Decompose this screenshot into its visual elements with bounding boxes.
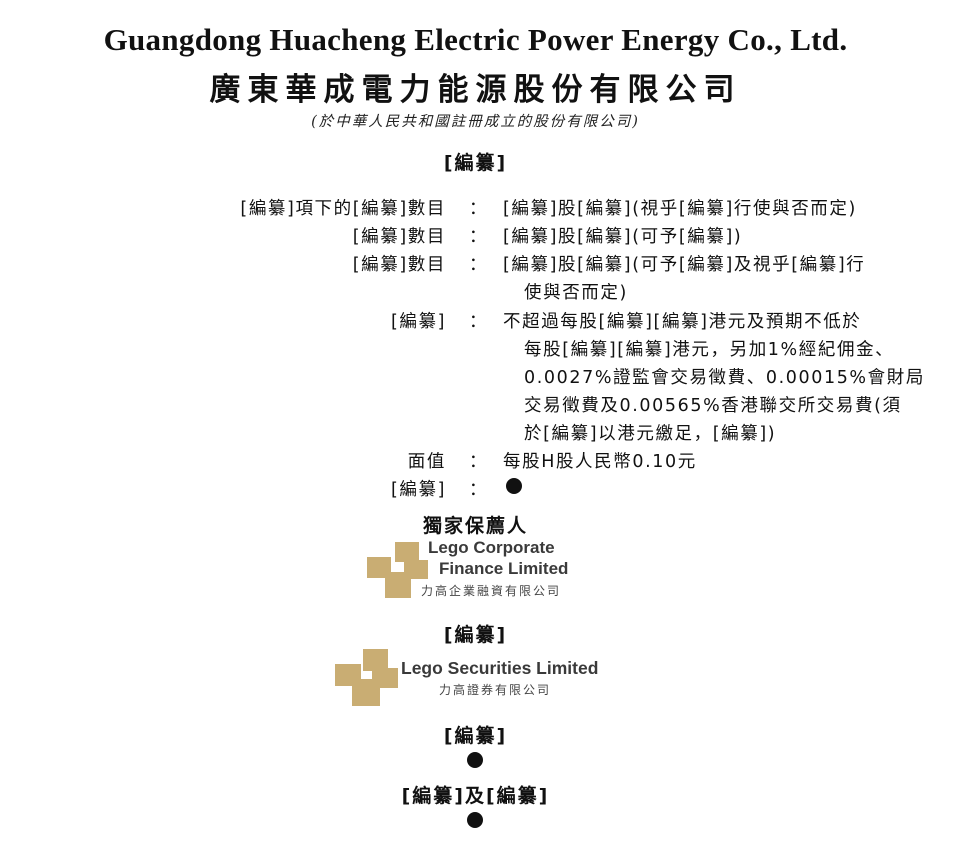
logo-square-icon bbox=[352, 679, 380, 706]
section-heading: [編纂] bbox=[443, 152, 508, 174]
detail-label: [編纂] bbox=[390, 312, 446, 332]
detail-colon: ： bbox=[469, 255, 489, 275]
detail-value-continued: 使與否而定) bbox=[524, 283, 628, 303]
logo-square-icon bbox=[363, 649, 388, 671]
logo-name: Lego Securities Limited bbox=[401, 658, 599, 678]
detail-row: [編纂]數目 ： [編纂]股[編纂](可予[編纂]及視乎[編纂]行 使與否而定) bbox=[0, 251, 961, 307]
section3-heading: [編纂] bbox=[443, 725, 508, 747]
logo-name-line1: Lego Corporate bbox=[428, 538, 555, 557]
detail-label: 面值 bbox=[407, 452, 446, 472]
detail-label: [編纂]數目 bbox=[352, 227, 446, 247]
bullet-placeholder bbox=[467, 812, 483, 828]
detail-value-continued: 於[編纂]以港元繳足，[編纂]) bbox=[524, 424, 777, 444]
detail-value-continued: 0.0027%證監會交易徵費、0.00015%會財局 bbox=[524, 368, 925, 388]
detail-value: [編纂]股[編纂](可予[編纂]) bbox=[503, 227, 743, 247]
detail-row: [編纂] ： 不超過每股[編纂][編纂]港元及預期不低於 每股[編纂][編纂]港… bbox=[0, 308, 961, 448]
detail-label: [編纂]項下的[編纂]數目 bbox=[240, 199, 446, 219]
section4-heading: [編纂]及[編纂] bbox=[401, 785, 550, 807]
logo-square-icon bbox=[395, 542, 419, 562]
logo-square-icon bbox=[385, 572, 411, 598]
detail-value: [編纂]股[編纂](可予[編纂]及視乎[編纂]行 bbox=[503, 255, 866, 275]
detail-colon: ： bbox=[469, 199, 489, 219]
detail-colon: ： bbox=[469, 312, 489, 332]
incorporation-note: (於中華人民共和國註冊成立的股份有限公司) bbox=[311, 114, 640, 130]
bullet-placeholder bbox=[506, 478, 522, 494]
section2-heading: [編纂] bbox=[443, 624, 508, 646]
detail-value: [編纂]股[編纂](視乎[編纂]行使與否而定) bbox=[503, 199, 857, 219]
sponsor-heading: 獨家保薦人 bbox=[422, 515, 528, 537]
logo-chinese-name: 力高證券有限公司 bbox=[439, 683, 552, 697]
detail-label: [編纂] bbox=[390, 480, 446, 500]
detail-value-continued: 每股[編纂][編纂]港元，另加1%經紀佣金、 bbox=[524, 340, 895, 360]
company-name-english: Guangdong Huacheng Electric Power Energy… bbox=[103, 22, 848, 57]
bullet-placeholder bbox=[467, 752, 483, 768]
detail-colon: ： bbox=[469, 452, 489, 472]
detail-label: [編纂]數目 bbox=[352, 255, 446, 275]
company-name-chinese: 廣東華成電力能源股份有限公司 bbox=[209, 72, 742, 108]
detail-colon: ： bbox=[469, 227, 489, 247]
detail-value-continued: 交易徵費及0.00565%香港聯交所交易費(須 bbox=[524, 396, 902, 416]
detail-colon: ： bbox=[469, 480, 489, 500]
detail-value: 不超過每股[編纂][編纂]港元及預期不低於 bbox=[503, 312, 862, 332]
logo-chinese-name: 力高企業融資有限公司 bbox=[421, 584, 562, 598]
logo-name-line2: Finance Limited bbox=[439, 559, 569, 578]
detail-value: 每股H股人民幣0.10元 bbox=[503, 452, 697, 472]
